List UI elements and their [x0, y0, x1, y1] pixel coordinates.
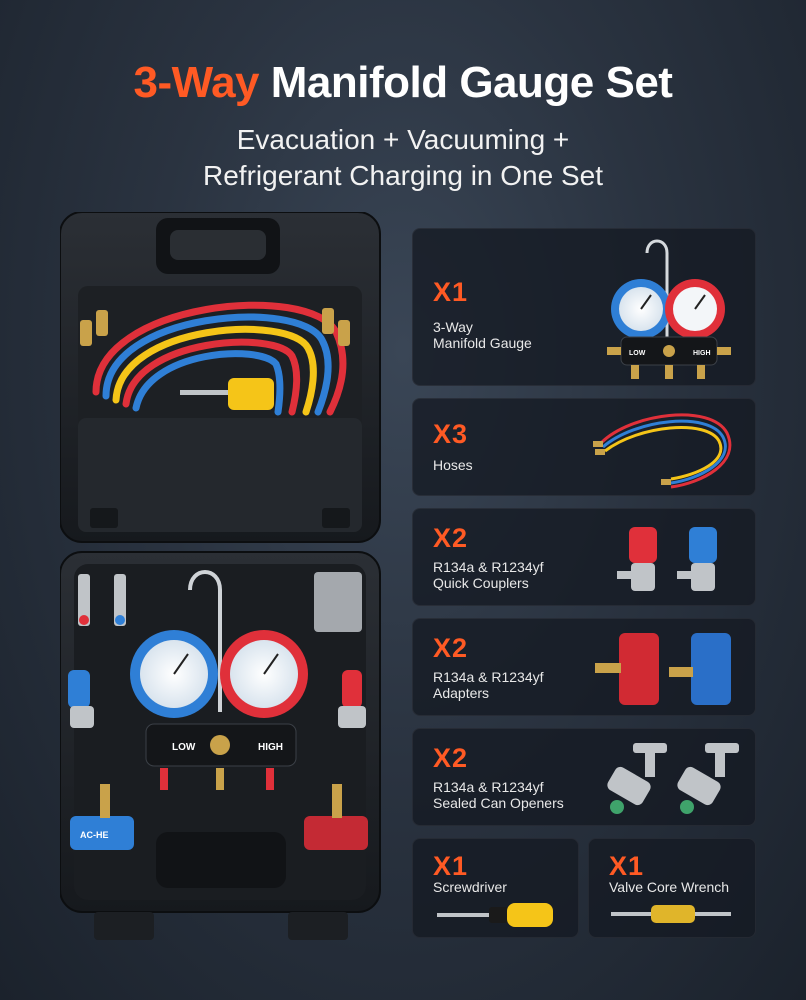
subtitle-line-1: Evacuation + Vacuuming + [236, 124, 570, 155]
valve-core-wrench-image [611, 905, 731, 923]
item-qty: X3 [433, 419, 469, 449]
item-qty: X1 [433, 851, 469, 881]
item-card-hoses: X3 Hoses [412, 398, 756, 496]
hoses-image [593, 413, 732, 489]
item-name: Valve Core Wrench [609, 879, 730, 895]
item-qty: X2 [433, 523, 469, 553]
title-rest: Manifold Gauge Set [259, 58, 673, 107]
item-card-adapters: X2 R134a & R1234yf Adapters [412, 618, 756, 716]
subtitle-line-2: Refrigerant Charging in One Set [203, 160, 603, 191]
item-card-valve-core-wrench: X1 Valve Core Wrench [588, 838, 756, 938]
item-name: Screwdriver [433, 879, 507, 895]
case-high-label: HIGH [258, 742, 283, 753]
title-accent: 3-Way [133, 58, 260, 107]
can-openers-image [607, 743, 739, 814]
page-title: 3-Way Manifold Gauge Set [0, 58, 806, 108]
item-name: R134a & R1234yf Quick Couplers [433, 559, 544, 591]
item-card-manifold-gauge: X1 3-Way Manifold Gauge LOW HIGH [412, 228, 756, 386]
item-card-screwdriver: X1 Screwdriver [412, 838, 579, 938]
case-low-label: LOW [172, 742, 196, 753]
item-qty: X2 [433, 633, 469, 663]
item-name: Hoses [433, 457, 473, 473]
screwdriver-image [437, 903, 553, 927]
gauge-low-label: LOW [629, 350, 646, 357]
item-card-quick-couplers: X2 R134a & R1234yf Quick Couplers [412, 508, 756, 606]
tool-case-image: LOW HIGH AC-HE [60, 212, 381, 940]
gauge-high-label: HIGH [693, 350, 711, 357]
item-qty: X1 [609, 851, 645, 881]
quick-couplers-image [617, 527, 717, 591]
adapters-image [595, 633, 731, 705]
item-name: 3-Way Manifold Gauge [433, 319, 532, 351]
item-card-can-openers: X2 R134a & R1234yf Sealed Can Openers [412, 728, 756, 826]
item-name: R134a & R1234yf Adapters [433, 669, 544, 701]
item-qty: X1 [433, 277, 469, 307]
page-subtitle: Evacuation + Vacuuming + Refrigerant Cha… [0, 122, 806, 194]
item-name: R134a & R1234yf Sealed Can Openers [433, 779, 564, 811]
coupler-tag: AC-HE [80, 830, 109, 840]
manifold-gauge-image: LOW HIGH [607, 239, 731, 379]
item-qty: X2 [433, 743, 469, 773]
